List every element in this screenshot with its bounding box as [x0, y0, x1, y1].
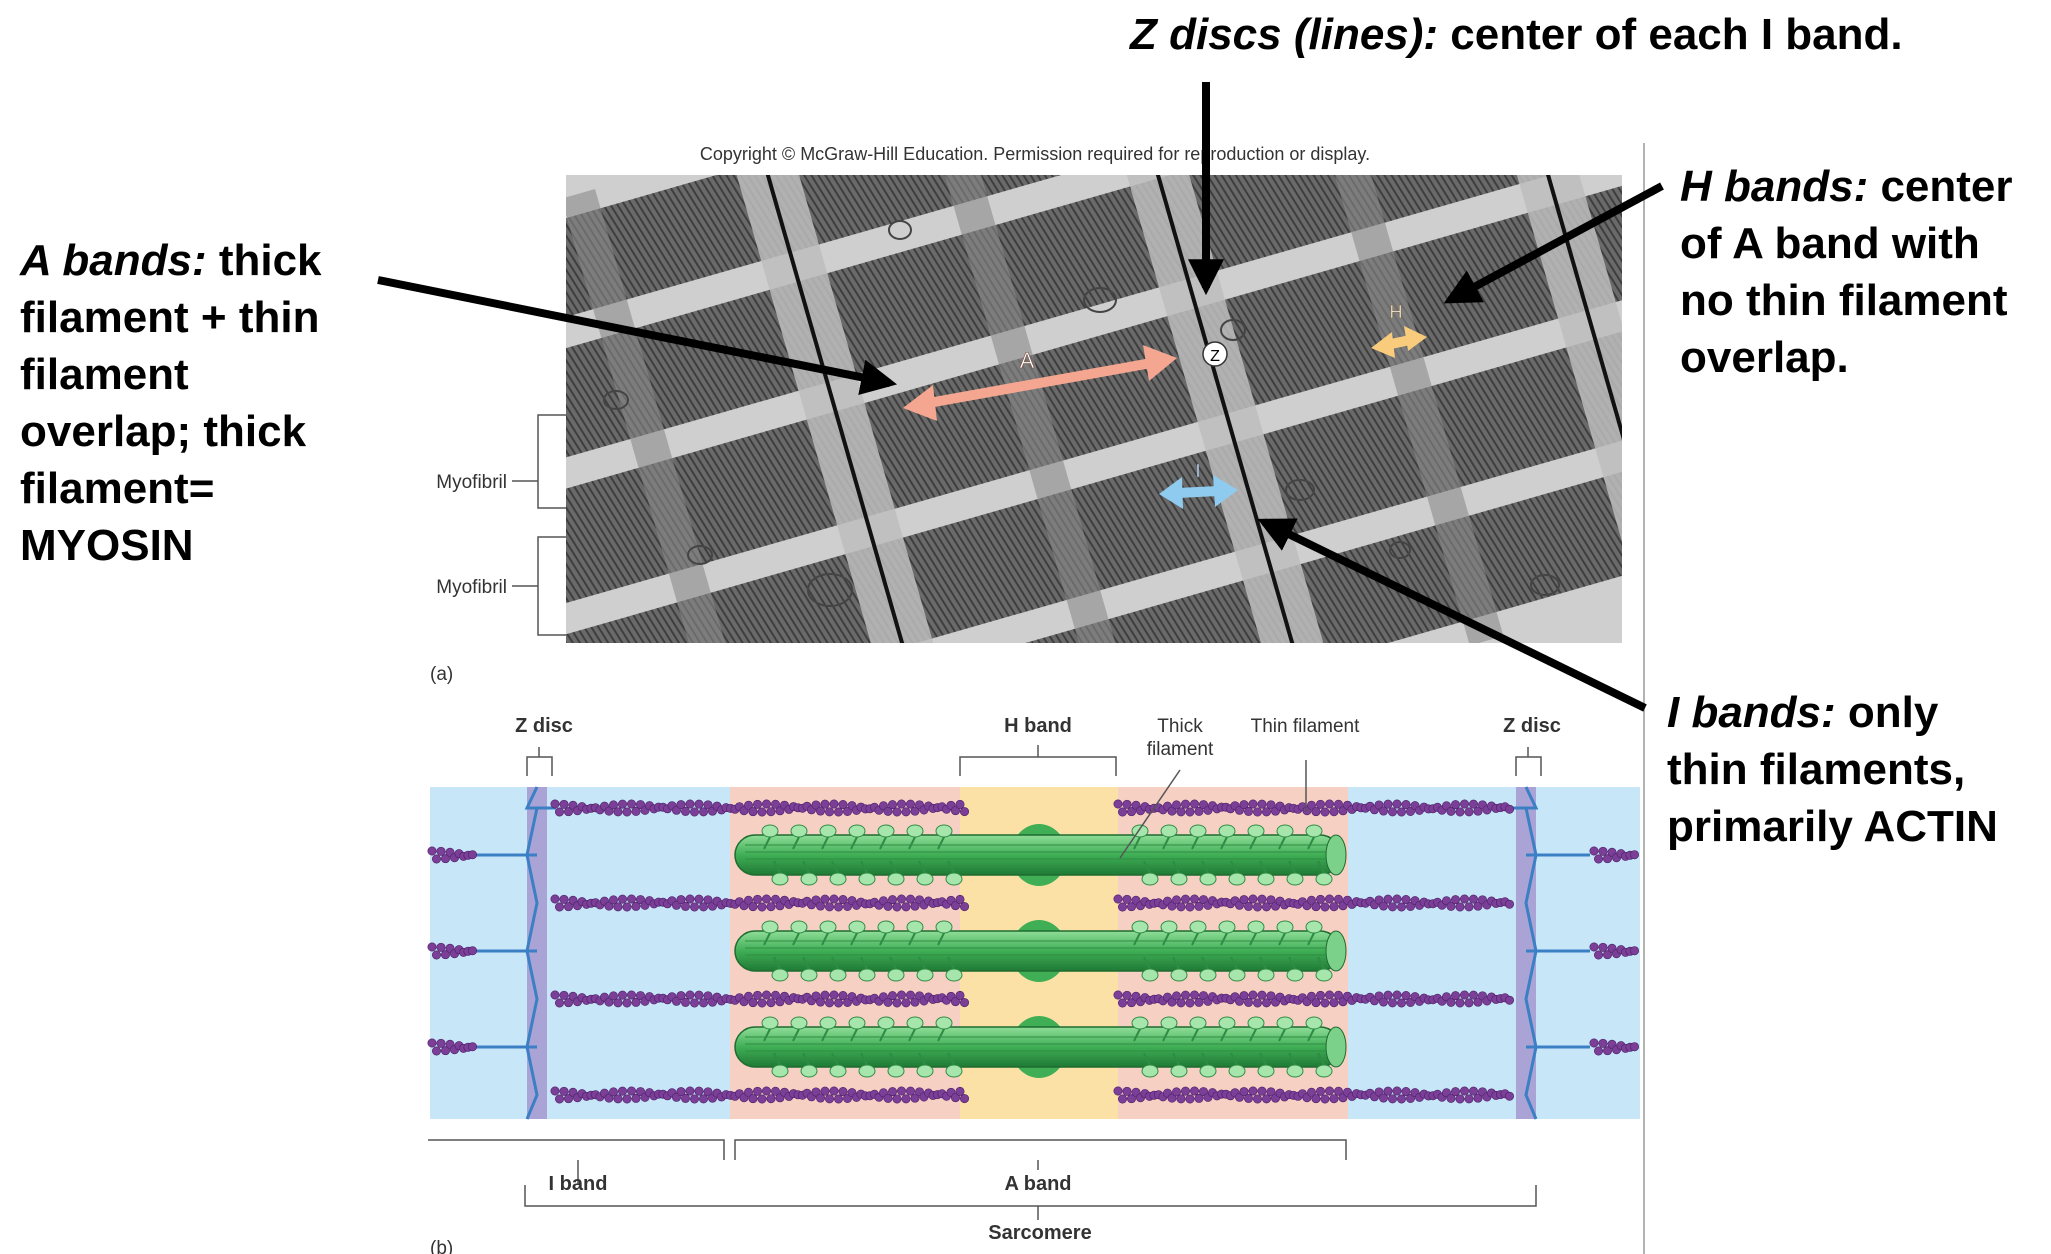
- thick-filament-3: [734, 1016, 1347, 1078]
- i-bands-line1: only: [1835, 688, 1939, 737]
- i-band-label: I band: [549, 1173, 608, 1195]
- h-band-arrow: [1371, 326, 1427, 358]
- thick-filament-label-1: Thick: [1157, 716, 1203, 737]
- h-bands-line4: overlap.: [1680, 333, 1849, 382]
- thin-filament-right-2: [1113, 894, 1515, 912]
- h-band-label: H band: [1004, 715, 1072, 737]
- h-bands-line2: of A band with: [1680, 219, 1980, 268]
- thin-filament-left-1: [550, 799, 969, 817]
- sarcomere-schematic: [427, 786, 1640, 1120]
- myofibril-brackets: [512, 414, 566, 636]
- a-band-letter: A: [1020, 348, 1035, 373]
- copyright-notice: Copyright © McGraw-Hill Education. Permi…: [700, 144, 1370, 164]
- thin-filaments: [427, 799, 1640, 1104]
- thin-filament-left-4: [550, 1086, 969, 1104]
- z-marker-circle: [1202, 341, 1228, 367]
- i-band-letter: I: [1195, 461, 1200, 481]
- i-bands-term: I bands:: [1667, 688, 1836, 737]
- a-band-label: A band: [1004, 1173, 1071, 1195]
- a-bands-term: A bands:: [20, 236, 207, 285]
- z-disc-right-band: [1516, 787, 1536, 1119]
- h-bands-line1: center: [1868, 162, 2013, 211]
- h-bands-term: H bands:: [1680, 162, 1869, 211]
- h-bands-callout: H bands: center of A band with no thin f…: [1680, 158, 2013, 386]
- h-callout-arrow: [1443, 182, 1664, 304]
- i-callout-arrow: [1257, 518, 1647, 712]
- thin-filament-outer-left-1: [427, 846, 477, 864]
- a-bands-line6: MYOSIN: [20, 521, 194, 570]
- thin-filament-outer-left-2: [427, 942, 477, 960]
- sarcomere-label: Sarcomere: [988, 1222, 1091, 1244]
- z-discs-callout: Z discs (lines): center of each I band.: [1130, 6, 1903, 63]
- z-discs-term: Z discs (lines):: [1130, 10, 1439, 59]
- thin-filament-right-3: [1113, 990, 1515, 1008]
- thin-filament-outer-right-1: [1589, 846, 1640, 864]
- z-disc-left-label: Z disc: [515, 715, 573, 737]
- i-bands-line3: primarily ACTIN: [1667, 802, 1998, 851]
- a-bands-line1: thick: [206, 236, 322, 285]
- thick-filament-2: [734, 920, 1347, 982]
- h-band-letter: H: [1390, 302, 1403, 322]
- thin-filament-right-1: [1113, 799, 1515, 817]
- thin-filament-outer-left-3: [427, 1038, 477, 1056]
- i-bands-callout: I bands: only thin filaments, primarily …: [1667, 684, 1998, 855]
- z-band-letter: Z: [1210, 348, 1220, 365]
- thin-filament-label: Thin filament: [1251, 716, 1360, 737]
- a-bands-line5: filament=: [20, 464, 215, 513]
- thick-filaments: [734, 824, 1347, 1078]
- panel-b-label: (b): [430, 1238, 453, 1254]
- i-bands-line2: thin filaments,: [1667, 745, 1966, 794]
- z-disc-left-band: [527, 787, 547, 1119]
- panel-a-label: (a): [430, 664, 453, 685]
- a-bands-line3: filament: [20, 350, 189, 399]
- thin-filament-right-4: [1113, 1086, 1515, 1104]
- a-band-arrow: [903, 345, 1177, 421]
- schematic-brackets: [428, 745, 1542, 1220]
- a-bands-line2: filament + thin: [20, 293, 320, 342]
- z-discs-desc: center of each I band.: [1438, 10, 1903, 59]
- thin-filament-left-2: [550, 894, 969, 912]
- a-callout-arrow: [377, 276, 898, 395]
- a-bands-line4: overlap; thick: [20, 407, 307, 456]
- i-band-arrow: [1159, 475, 1238, 509]
- a-bands-callout: A bands: thick filament + thin filament …: [20, 232, 322, 574]
- myofibril-label-1: Myofibril: [436, 472, 507, 493]
- thick-filament-label-2: filament: [1147, 739, 1214, 760]
- callout-arrows: [377, 82, 1664, 712]
- z-disc-right-label: Z disc: [1503, 715, 1561, 737]
- thin-filament-outer-right-2: [1589, 942, 1640, 960]
- h-bands-line3: no thin filament: [1680, 276, 2008, 325]
- thin-filament-outer-right-3: [1589, 1038, 1640, 1056]
- thin-filament-left-3: [550, 990, 969, 1008]
- myofibril-label-2: Myofibril: [436, 577, 507, 598]
- electron-micrograph: [566, 175, 1622, 643]
- thick-filament-1: [734, 824, 1347, 886]
